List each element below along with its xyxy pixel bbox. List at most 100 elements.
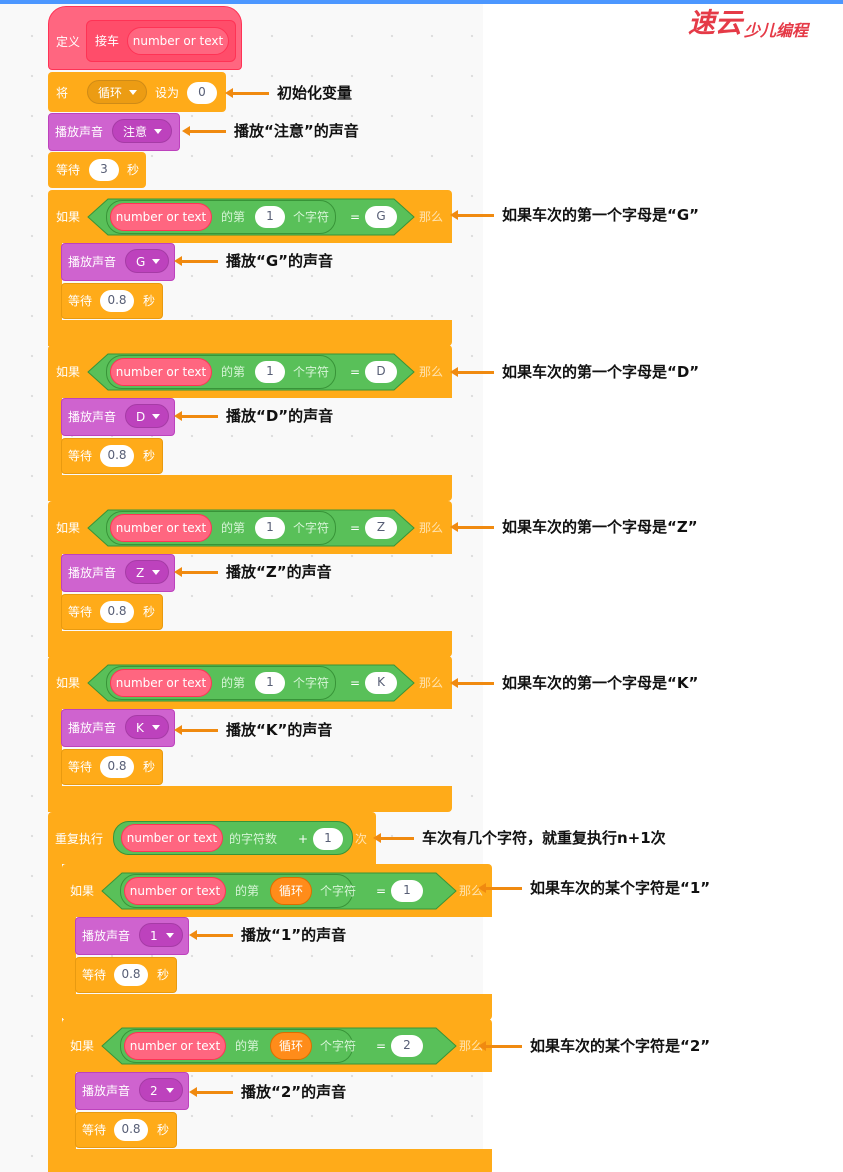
char-label: 个字符 <box>293 365 330 379</box>
annotation-arrow <box>174 567 218 577</box>
condition-param[interactable]: number or text <box>110 669 212 697</box>
annotation-play-d: 播放“D”的声音 <box>226 407 334 425</box>
length-of-label: 的字符数 <box>229 832 278 846</box>
compare-value-input[interactable]: G <box>365 206 397 228</box>
play-sound-label: 播放声音 <box>68 410 117 424</box>
wait-unit: 秒 <box>143 449 156 463</box>
condition-param[interactable]: number or text <box>110 203 212 231</box>
brand-logo: 速云 少儿编程 <box>688 8 811 40</box>
then-label: 那么 <box>419 210 444 224</box>
wait-input[interactable]: 0.8 <box>100 290 134 312</box>
define-label: 定义 <box>56 35 81 49</box>
repeat-add-input[interactable]: 1 <box>313 828 343 850</box>
annotation-arrow <box>225 88 269 98</box>
sound-dropdown[interactable]: K <box>125 715 169 739</box>
loop-variable[interactable]: 循环 <box>270 877 312 905</box>
compare-value-input[interactable]: 1 <box>391 880 423 902</box>
sound-dropdown[interactable]: D <box>125 404 169 428</box>
sound-dropdown[interactable]: 注意 <box>112 119 172 143</box>
compare-value-input[interactable]: Z <box>365 517 397 539</box>
of-label: 的第 <box>221 365 246 379</box>
if-block-footer <box>62 994 492 1020</box>
if-label: 如果 <box>70 884 95 898</box>
variable-dropdown[interactable]: 循环 <box>87 80 147 104</box>
of-label: 的第 <box>221 210 246 224</box>
annotation-play-k: 播放“K”的声音 <box>226 721 333 739</box>
length-param[interactable]: number or text <box>121 824 223 852</box>
annotation-play-z: 播放“Z”的声音 <box>226 563 332 581</box>
play-sound-label: 播放声音 <box>68 721 117 735</box>
char-label: 个字符 <box>293 676 330 690</box>
if-block-footer <box>48 786 452 812</box>
index-input[interactable]: 1 <box>255 361 285 383</box>
equals-label: = <box>350 210 361 224</box>
condition-param[interactable]: number or text <box>110 358 212 386</box>
annotation-cond-z: 如果车次的第一个字母是“Z” <box>502 518 698 536</box>
play-sound-label: 播放声音 <box>55 125 104 139</box>
repeat-times-label: 次 <box>355 832 368 846</box>
char-label: 个字符 <box>320 884 357 898</box>
chevron-down-icon <box>152 259 160 264</box>
chevron-down-icon <box>154 129 162 134</box>
annotation-arrow <box>182 126 226 136</box>
wait-label: 等待 <box>68 294 93 308</box>
condition-param[interactable]: number or text <box>124 877 226 905</box>
wait-input[interactable]: 0.8 <box>100 601 134 623</box>
set-value-input[interactable]: 0 <box>187 82 217 104</box>
annotation-play-g: 播放“G”的声音 <box>226 252 334 270</box>
annotation-arrow <box>189 930 233 940</box>
sound-dropdown[interactable]: 1 <box>139 923 183 947</box>
chevron-down-icon <box>152 414 160 419</box>
compare-value-input[interactable]: K <box>365 672 397 694</box>
compare-value-input[interactable]: 2 <box>391 1035 423 1057</box>
wait-unit: 秒 <box>157 968 170 982</box>
annotation-cond-2: 如果车次的某个字符是“2” <box>530 1037 711 1055</box>
compare-value-input[interactable]: D <box>365 361 397 383</box>
index-input[interactable]: 1 <box>255 206 285 228</box>
sound-dropdown[interactable]: G <box>125 249 169 273</box>
play-sound-label: 播放声音 <box>68 566 117 580</box>
svg-text:速云: 速云 <box>688 8 745 39</box>
set-label: 将 <box>56 86 69 100</box>
index-input[interactable]: 1 <box>255 672 285 694</box>
wait-label: 等待 <box>82 1123 107 1137</box>
define-param[interactable]: number or text <box>127 27 229 55</box>
chevron-down-icon <box>166 933 174 938</box>
annotation-cond-1: 如果车次的某个字符是“1” <box>530 879 711 897</box>
repeat-label: 重复执行 <box>55 832 104 846</box>
annotation-cond-d: 如果车次的第一个字母是“D” <box>502 363 700 381</box>
play-sound-label: 播放声音 <box>82 1084 131 1098</box>
chevron-down-icon <box>152 570 160 575</box>
wait-input[interactable]: 0.8 <box>114 1119 148 1141</box>
set-to-label: 设为 <box>155 86 180 100</box>
wait-label: 等待 <box>68 449 93 463</box>
wait-label: 等待 <box>68 760 93 774</box>
sound-name: 1 <box>150 929 158 943</box>
if-label: 如果 <box>56 521 81 535</box>
annotation-arrow <box>450 367 494 377</box>
wait-unit: 秒 <box>127 163 140 177</box>
index-input[interactable]: 1 <box>255 517 285 539</box>
sound-dropdown[interactable]: 2 <box>139 1078 183 1102</box>
play-sound-label: 播放声音 <box>68 255 117 269</box>
sound-dropdown[interactable]: Z <box>125 560 169 584</box>
variable-name: 循环 <box>98 86 123 100</box>
repeat-block-arm <box>48 862 62 1172</box>
wait-input[interactable]: 0.8 <box>114 964 148 986</box>
then-label: 那么 <box>459 1039 484 1053</box>
wait-input[interactable]: 0.8 <box>100 445 134 467</box>
loop-variable[interactable]: 循环 <box>270 1032 312 1060</box>
condition-param[interactable]: number or text <box>124 1032 226 1060</box>
if-block-footer <box>48 631 452 657</box>
wait-input[interactable]: 3 <box>89 159 119 181</box>
annotation-cond-g: 如果车次的第一个字母是“G” <box>502 206 700 224</box>
if-label: 如果 <box>56 676 81 690</box>
chevron-down-icon <box>166 1088 174 1093</box>
wait-input[interactable]: 0.8 <box>100 756 134 778</box>
wait-unit: 秒 <box>143 605 156 619</box>
sound-name: G <box>136 255 146 269</box>
annotation-notice: 播放“注意”的声音 <box>234 122 359 140</box>
annotation-arrow <box>174 256 218 266</box>
condition-param[interactable]: number or text <box>110 514 212 542</box>
annotation-init: 初始化变量 <box>277 84 353 102</box>
